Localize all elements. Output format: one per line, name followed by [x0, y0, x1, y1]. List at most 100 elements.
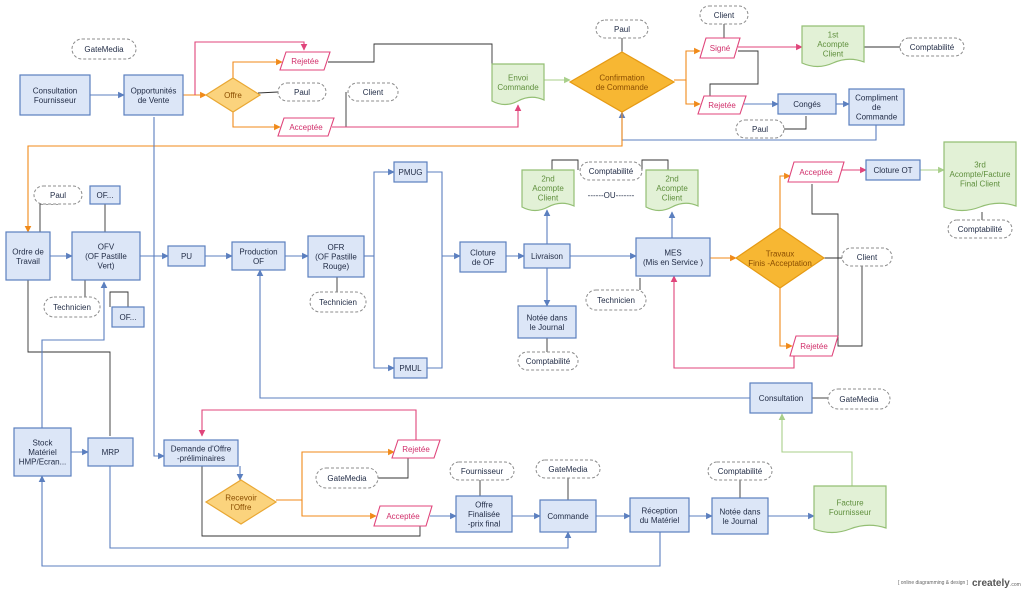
mrp-box-shape: [87, 437, 134, 467]
livraison-box[interactable]: Livraison: [523, 243, 571, 269]
rejetee-parallelogram-3-label-line-1: Rejetée: [800, 342, 828, 351]
gatemedia-actor-4[interactable]: GateMedia: [535, 459, 601, 479]
comptabilite-actor-1[interactable]: Comptabilité: [899, 37, 965, 57]
paul-actor-3[interactable]: Paul: [735, 119, 785, 139]
consultation-box-label-line-1: Consultation: [759, 394, 803, 403]
mrp-box[interactable]: MRP: [87, 437, 134, 467]
client-actor-2-shape: [699, 5, 749, 25]
edge-of-ofv-2: [109, 291, 129, 307]
gatemedia-actor-1[interactable]: GateMedia: [71, 38, 137, 60]
technicien-actor-1[interactable]: Technicien: [43, 296, 101, 318]
gatemedia-actor-2[interactable]: GateMedia: [827, 388, 891, 410]
ordre-de-travail-box-label-line-1: Ordre de: [12, 247, 44, 256]
commande-box[interactable]: Commande: [539, 499, 597, 533]
mes-box[interactable]: MES(Mis en Service ): [635, 237, 711, 277]
conges-box-shape: [777, 93, 837, 115]
technicien-actor-2-label-line-1: Technicien: [319, 298, 357, 307]
comptabilite-actor-1-shape: [899, 37, 965, 57]
conges-box[interactable]: Congés: [777, 93, 837, 115]
comptabilite-actor-2[interactable]: Comptabilité: [517, 351, 579, 371]
acceptee-parallelogram-3[interactable]: Acceptée: [373, 505, 433, 527]
ofr-box-label-line-1: OFR: [328, 243, 345, 252]
pmug-box[interactable]: PMUG: [393, 161, 428, 183]
opportunites-de-vente-box-shape: [123, 74, 184, 116]
signe-parallelogram-shape: [699, 37, 741, 59]
livraison-box-shape: [523, 243, 571, 269]
acceptee-parallelogram-2[interactable]: Acceptée: [787, 161, 845, 183]
edge-signe-loop: [709, 50, 759, 96]
edge-client-loop: [811, 184, 863, 347]
travaux-finis-acceptation-decision-label-line-2: Finis -Acceptation: [748, 259, 812, 268]
paul-actor-2-label-line-1: Paul: [614, 25, 630, 34]
paul-actor-3-shape: [735, 119, 785, 139]
rejetee-parallelogram-1[interactable]: Rejetée: [279, 51, 331, 71]
technicien-actor-2[interactable]: Technicien: [309, 291, 367, 313]
of-box-1[interactable]: OF...: [89, 185, 121, 205]
recevoir-l-offre-decision-shape: [204, 479, 278, 525]
technicien-actor-3[interactable]: Technicien: [585, 289, 647, 311]
comptabilite-actor-1-label-line-1: Comptabilité: [910, 43, 955, 52]
of-box-2[interactable]: OF...: [111, 306, 145, 328]
offre-decision[interactable]: Offre: [204, 77, 262, 113]
client-actor-1[interactable]: Client: [347, 82, 399, 102]
rejetee-parallelogram-3[interactable]: Rejetée: [789, 335, 839, 357]
fournisseur-actor[interactable]: Fournisseur: [449, 461, 515, 481]
demande-d-offre-box[interactable]: Demande d'Offre-préliminaires: [163, 439, 239, 467]
notee-dans-journal-box-2-label-line-1: Notée dans: [720, 507, 761, 516]
travaux-finis-acceptation-decision-shape: [734, 227, 826, 289]
opportunites-de-vente-box-label-line-1: Opportunités: [131, 86, 177, 95]
client-actor-2[interactable]: Client: [699, 5, 749, 25]
gatemedia-actor-3[interactable]: GateMedia: [315, 467, 379, 489]
comptabilite-actor-4[interactable]: Comptabilité: [947, 219, 1013, 239]
ofr-box-shape: [307, 235, 365, 278]
signe-parallelogram[interactable]: Signé: [699, 37, 741, 59]
rejetee-parallelogram-4[interactable]: Rejetée: [391, 439, 441, 459]
pmul-box[interactable]: PMUL: [393, 357, 428, 379]
paul-actor-3-label-line-1: Paul: [752, 125, 768, 134]
compliment-de-commande-box-shape: [848, 88, 905, 126]
ofr-box-label-line-3: Rouge): [323, 262, 350, 271]
comptabilite-actor-5[interactable]: Comptabilité: [707, 461, 773, 481]
cloture-ot-box[interactable]: Cloture OT: [865, 159, 921, 181]
mrp-box-label-line-1: MRP: [102, 448, 120, 457]
consultation-box[interactable]: Consultation: [749, 382, 813, 414]
paul-actor-2[interactable]: Paul: [595, 19, 649, 39]
comptabilite-actor-3[interactable]: Comptabilité: [579, 161, 643, 181]
client-actor-2-label-line-1: Client: [714, 11, 735, 20]
production-of-box-label-line-2: OF: [253, 257, 264, 266]
client-actor-1-label-line-1: Client: [363, 88, 384, 97]
paul-actor-4[interactable]: Paul: [33, 185, 83, 205]
client-actor-3[interactable]: Client: [841, 247, 893, 267]
paul-actor-1[interactable]: Paul: [277, 82, 327, 102]
stock-materiel-box[interactable]: StockMatérielHMP/Ecran...: [13, 427, 72, 477]
commande-box-label-line-1: Commande: [547, 512, 589, 521]
pu-box[interactable]: PU: [167, 245, 206, 267]
rejetee-parallelogram-2[interactable]: Rejetée: [697, 95, 747, 115]
ou-separator-text-label-line-1: ------OU-------: [588, 191, 635, 200]
acceptee-parallelogram-1[interactable]: Acceptée: [277, 117, 335, 137]
comptabilite-actor-3-shape: [579, 161, 643, 181]
second-acompte-client-doc-a-shape: [521, 169, 575, 212]
offre-finalisee-box-shape: [455, 495, 513, 533]
